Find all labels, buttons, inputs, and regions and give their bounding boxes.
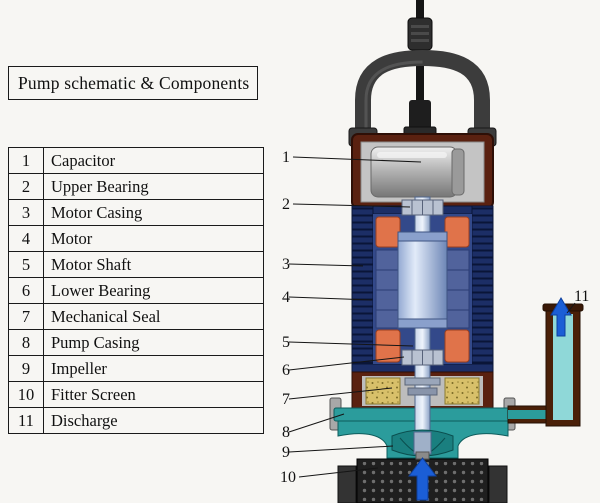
table-row: 7 Mechanical Seal — [8, 303, 264, 330]
callout-10: 10 — [280, 469, 296, 486]
table-row: 2 Upper Bearing — [8, 173, 264, 200]
component-name: Lower Bearing — [43, 277, 264, 304]
callout-2: 2 — [282, 196, 290, 213]
inlet-flow-arrow-icon — [408, 457, 437, 501]
component-name: Discharge — [43, 407, 264, 434]
table-row: 5 Motor Shaft — [8, 251, 264, 278]
discharge-pipe — [507, 303, 584, 427]
callout-5: 5 — [282, 334, 290, 351]
component-name: Fitter Screen — [43, 381, 264, 408]
impeller — [391, 429, 454, 460]
component-number: 5 — [8, 251, 44, 278]
table-row: 8 Pump Casing — [8, 329, 264, 356]
component-name: Impeller — [43, 355, 264, 382]
component-name: Capacitor — [43, 147, 264, 174]
component-number: 7 — [8, 303, 44, 330]
discharge-flow-arrow-icon — [550, 297, 572, 337]
component-name: Pump Casing — [43, 329, 264, 356]
component-number: 6 — [8, 277, 44, 304]
diagram-title: Pump schematic & Components — [8, 66, 258, 100]
callout-7: 7 — [282, 391, 290, 408]
component-number: 4 — [8, 225, 44, 252]
component-number: 9 — [8, 355, 44, 382]
table-row: 4 Motor — [8, 225, 264, 252]
callout-11: 11 — [574, 288, 589, 305]
table-row: 3 Motor Casing — [8, 199, 264, 226]
table-row: 1 Capacitor — [8, 147, 264, 174]
components-table: 1 Capacitor 2 Upper Bearing 3 Motor Casi… — [8, 147, 264, 434]
callout-3: 3 — [282, 256, 290, 273]
callout-leader-lines — [288, 156, 576, 478]
component-name: Motor Shaft — [43, 251, 264, 278]
component-number: 10 — [8, 381, 44, 408]
power-cable-icon — [407, 0, 433, 136]
callout-8: 8 — [282, 424, 290, 441]
upper-bearing — [401, 199, 444, 216]
callout-1: 1 — [282, 149, 290, 166]
callout-6: 6 — [282, 362, 290, 379]
component-number: 11 — [8, 407, 44, 434]
component-number: 1 — [8, 147, 44, 174]
table-row: 11 Discharge — [8, 407, 264, 434]
component-name: Mechanical Seal — [43, 303, 264, 330]
table-row: 10 Fitter Screen — [8, 381, 264, 408]
rotor — [397, 231, 448, 329]
component-name: Motor — [43, 225, 264, 252]
component-number: 3 — [8, 199, 44, 226]
mechanical-seal — [404, 377, 441, 396]
callout-4: 4 — [282, 289, 290, 306]
table-row: 9 Impeller — [8, 355, 264, 382]
capacitor — [370, 146, 465, 198]
callout-9: 9 — [282, 444, 290, 461]
component-number: 2 — [8, 173, 44, 200]
component-number: 8 — [8, 329, 44, 356]
cable-gland — [403, 100, 437, 139]
component-name: Motor Casing — [43, 199, 264, 226]
lower-bearing — [401, 349, 444, 366]
table-row: 6 Lower Bearing — [8, 277, 264, 304]
component-name: Upper Bearing — [43, 173, 264, 200]
